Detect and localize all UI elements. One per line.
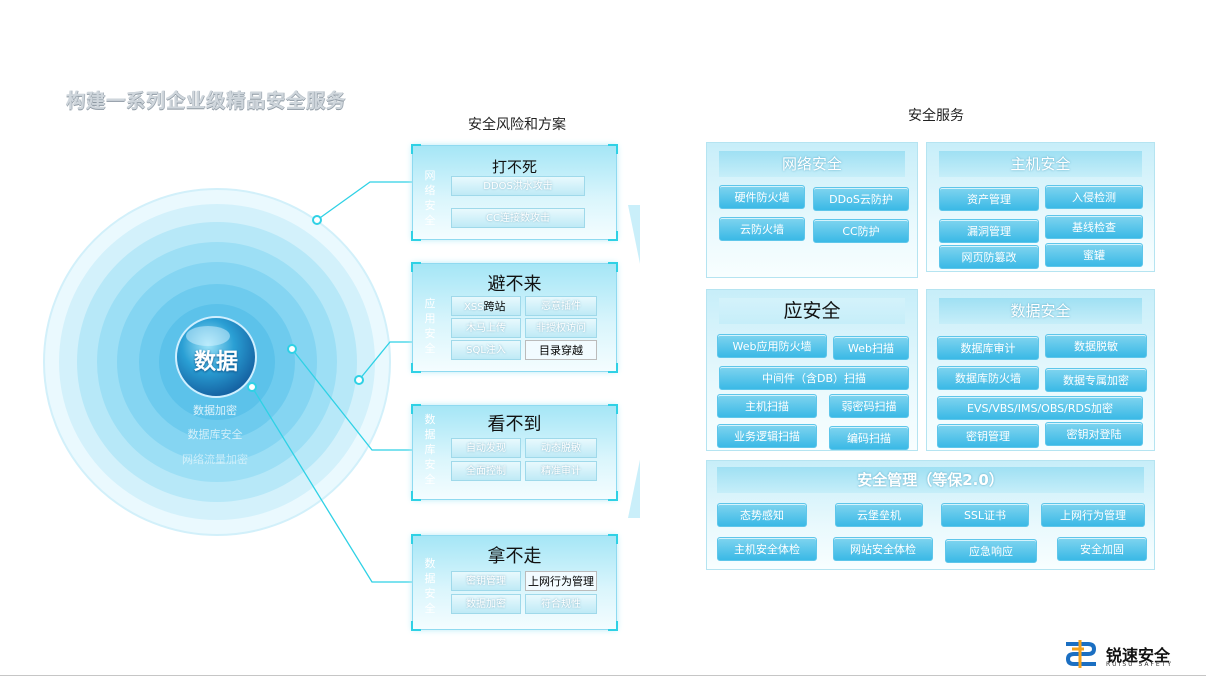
services-section-heading: 安全服务 (908, 108, 964, 124)
risk-side-label: 网络安全 (424, 169, 436, 227)
service-button[interactable]: 网站安全体检 (833, 537, 933, 561)
risk-card-data: 拿不走 数据安全 密钥管理 上网行为管理 数据加密 符合规性 (411, 534, 618, 631)
panel-title: 主机安全 (939, 151, 1142, 177)
risk-chip: 目录穿越 (525, 340, 597, 360)
connector-dot-data (247, 382, 257, 392)
service-button[interactable]: 云防火墙 (719, 217, 805, 241)
service-button[interactable]: Web扫描 (833, 336, 909, 360)
risk-chip: 动态脱敏 (525, 438, 597, 458)
connector-dot-app (354, 375, 364, 385)
panel-data-security: 数据安全 数据库审计 数据脱敏 数据库防火墙 数据专属加密 EVS/VBS/IM… (926, 289, 1155, 451)
service-button[interactable]: Web应用防火墙 (717, 334, 827, 358)
service-button[interactable]: 安全加固 (1057, 537, 1147, 561)
risk-title: 拿不走 (487, 546, 542, 567)
risk-chip: XSS跨站 (451, 296, 521, 316)
risk-title: 打不死 (491, 158, 537, 176)
connector-db (291, 348, 412, 451)
service-button[interactable]: 业务逻辑扫描 (717, 424, 817, 448)
risk-card-app: 避不来 应用安全 XSS跨站 恶意插件 木马上传 非授权访问 SQL注入 目录穿… (411, 262, 618, 373)
arrow-caption: 化理念 为实践 (643, 355, 680, 385)
risk-chip: 密钥管理 (451, 571, 521, 591)
service-button[interactable]: 密钥管理 (937, 424, 1039, 448)
panel-security-management: 安全管理（等保2.0） 态势感知 云堡垒机 SSL证书 上网行为管理 主机安全体… (706, 460, 1155, 570)
service-button[interactable]: 中间件（含DB）扫描 (719, 366, 909, 390)
service-button[interactable]: CC防护 (813, 219, 909, 243)
ring-label: 数据加密 (193, 404, 237, 417)
service-button[interactable]: 数据专属加密 (1045, 368, 1147, 392)
risk-chip: DDOS洪水攻击 (451, 176, 585, 196)
service-button[interactable]: 应急响应 (945, 539, 1037, 563)
service-button[interactable]: EVS/VBS/IMS/OBS/RDS加密 (937, 396, 1143, 420)
service-button[interactable]: 上网行为管理 (1041, 503, 1145, 527)
connector-data (251, 386, 412, 583)
service-button[interactable]: 漏洞管理 (939, 219, 1039, 243)
risk-chip: 数据加密 (451, 594, 521, 614)
panel-network-security: 网络安全 硬件防火墙 DDoS云防护 云防火墙 CC防护 (706, 142, 918, 278)
service-button[interactable]: 蜜罐 (1045, 243, 1143, 267)
service-button[interactable]: 主机扫描 (717, 394, 817, 418)
risk-side-label: 数据安全 (424, 557, 436, 615)
connector-dot-network (312, 215, 322, 225)
bottom-divider (0, 675, 1206, 676)
service-button[interactable]: DDoS云防护 (813, 187, 909, 211)
risk-card-db: 看不到 数据库安全 自动发现 动态脱敏 全面控制 精准审计 (411, 404, 618, 501)
service-button[interactable]: 数据库防火墙 (937, 366, 1039, 390)
service-button[interactable]: 入侵检测 (1045, 185, 1143, 209)
ring-label: 数据库安全 (187, 428, 243, 441)
connector-dot-db (287, 344, 297, 354)
service-button[interactable]: 态势感知 (717, 503, 807, 527)
risk-chip: 上网行为管理 (525, 571, 597, 591)
risk-chip: 木马上传 (451, 318, 521, 338)
risk-title: 避不来 (487, 274, 542, 295)
transform-arrow (628, 205, 640, 518)
panel-title: 网络安全 (719, 151, 905, 177)
logo-name: 锐速安全 (1106, 646, 1171, 665)
risk-chip: 自动发现 (451, 438, 521, 458)
risk-chip: 恶意插件 (525, 296, 597, 316)
service-button[interactable]: 云堡垒机 (835, 503, 923, 527)
service-button[interactable]: 弱密码扫描 (829, 394, 909, 418)
risk-chip: 全面控制 (451, 461, 521, 481)
risk-chip: 精准审计 (525, 461, 597, 481)
connector-app (358, 341, 412, 381)
risk-chip: 非授权访问 (525, 318, 597, 338)
service-button[interactable]: SSL证书 (941, 503, 1029, 527)
risk-side-label: 应用安全 (424, 297, 436, 355)
service-button[interactable]: 基线检查 (1045, 215, 1143, 239)
service-button[interactable]: 网页防篡改 (939, 245, 1039, 269)
panel-app-security: 应安全 Web应用防火墙 Web扫描 中间件（含DB）扫描 主机扫描 弱密码扫描… (706, 289, 918, 451)
service-button[interactable]: 硬件防火墙 (719, 185, 805, 209)
service-button[interactable]: 密钥对登陆 (1045, 422, 1143, 446)
risk-chip: 符合规性 (525, 594, 597, 614)
panel-title: 数据安全 (939, 298, 1142, 324)
service-button[interactable]: 编码扫描 (829, 426, 909, 450)
risk-chip: SQL注入 (451, 340, 521, 360)
logo-subtitle: RUISU SAFETY (1106, 661, 1174, 668)
panel-title: 应安全 (719, 298, 905, 324)
center-label: 数据 (193, 350, 238, 375)
ball-highlight (186, 326, 230, 346)
risk-side-label: 数据库安全 (424, 413, 436, 486)
service-button[interactable]: 数据脱敏 (1045, 334, 1147, 358)
data-core-diagram (43, 181, 640, 583)
page-title: 构建一系列企业级精品安全服务 (66, 90, 347, 112)
panel-title: 安全管理（等保2.0） (717, 467, 1144, 493)
risk-section-heading: 安全风险和方案 (468, 117, 566, 133)
connector-network (316, 181, 412, 221)
service-button[interactable]: 资产管理 (939, 187, 1039, 211)
panel-host-security: 主机安全 资产管理 入侵检测 漏洞管理 基线检查 网页防篡改 蜜罐 (926, 142, 1155, 272)
ruisu-logo-icon (1065, 640, 1097, 668)
risk-card-network: 打不死 网络安全 DDOS洪水攻击 CC连接数攻击 (411, 144, 618, 241)
ring-label: 网络流量加密 (182, 453, 248, 466)
service-button[interactable]: 主机安全体检 (717, 537, 817, 561)
risk-title: 看不到 (487, 414, 542, 435)
risk-chip: CC连接数攻击 (451, 208, 585, 228)
service-button[interactable]: 数据库审计 (937, 336, 1039, 360)
